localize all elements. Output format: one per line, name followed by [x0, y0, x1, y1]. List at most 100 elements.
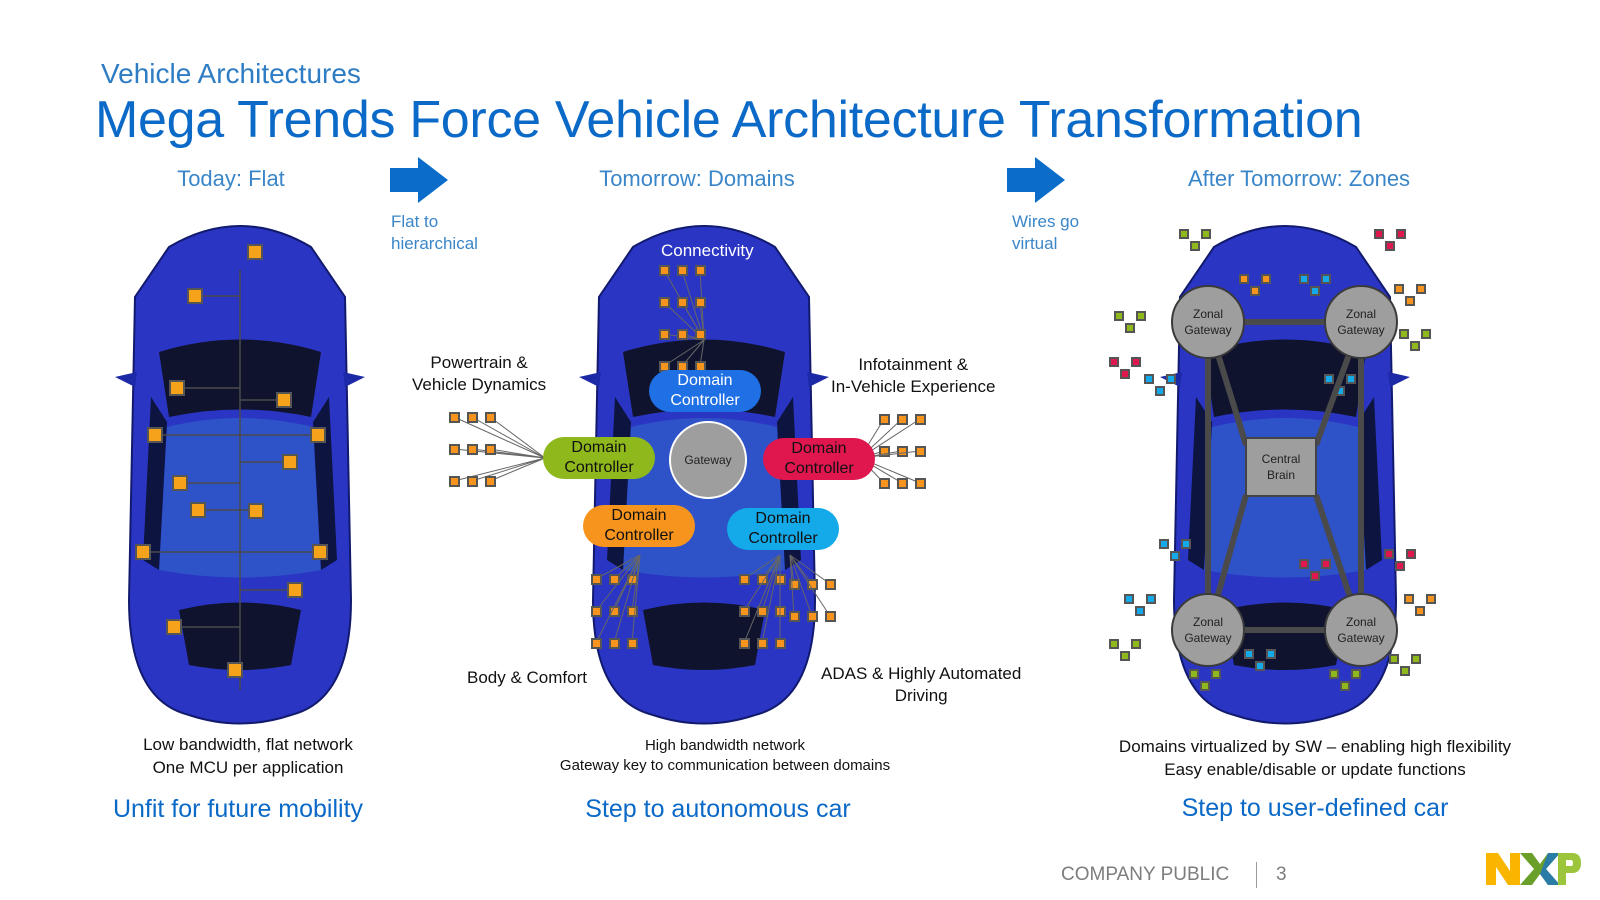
gateway-node: Gateway — [669, 421, 747, 499]
powertrain-label-line: Vehicle Dynamics — [412, 375, 547, 394]
ecu-node — [1426, 594, 1436, 604]
ecu-node — [1340, 681, 1350, 691]
ecu-node — [659, 297, 670, 308]
ecu-node — [282, 454, 298, 470]
pill-label: Controller — [670, 392, 740, 409]
ecu-node — [1189, 669, 1199, 679]
ecu-node — [1395, 561, 1405, 571]
right-arrow-icon — [1007, 157, 1065, 203]
roof — [1204, 418, 1366, 578]
pill-label: Domain — [677, 372, 733, 389]
pill-label: Domain — [571, 439, 627, 456]
ecu-node — [467, 444, 478, 455]
ecu-wire — [789, 554, 795, 617]
description-line: Low bandwidth, flat network — [143, 735, 353, 754]
mirror — [1388, 372, 1410, 387]
windshield — [1204, 339, 1366, 417]
adas-label-line: Driving — [894, 686, 948, 705]
ecu-node — [187, 288, 203, 304]
ecu-node — [789, 611, 800, 622]
ecu-node — [1201, 229, 1211, 239]
connectivity-label: Connectivity — [661, 241, 754, 260]
ecu-wire — [489, 448, 546, 459]
ecu-node — [1255, 661, 1265, 671]
ecu-node — [1385, 241, 1395, 251]
central-brain-box — [1245, 437, 1317, 497]
ecu-node — [915, 478, 926, 489]
body-comfort-label: Body & Comfort — [467, 668, 587, 687]
ecu-node — [695, 329, 706, 340]
ecu-wire — [743, 554, 781, 612]
transition-note-2: Wires go virtual — [1012, 211, 1079, 255]
ecu-wire — [761, 554, 781, 612]
ecu-node — [1146, 594, 1156, 604]
gateway-label: Gateway — [684, 453, 731, 467]
mirror — [807, 372, 829, 387]
ecu-node — [1114, 311, 1124, 321]
ecu-node — [1200, 681, 1210, 691]
ecu-node — [591, 606, 602, 617]
ecu-node — [1239, 274, 1249, 284]
domain-controller-body: Domain Controller — [583, 505, 695, 547]
ecu-node — [1266, 649, 1276, 659]
ecu-node — [276, 392, 292, 408]
domain-controller-connectivity: Domain Controller — [649, 370, 761, 412]
ecu-node — [1166, 374, 1176, 384]
ecu-node — [1131, 357, 1141, 367]
ecu-node — [172, 475, 188, 491]
ecu-node — [1310, 571, 1320, 581]
ecu-node — [1109, 639, 1119, 649]
right-arrow-icon — [390, 157, 448, 203]
ecu-wire — [663, 339, 705, 367]
ecu-node — [677, 265, 688, 276]
ecu-node — [1411, 654, 1421, 664]
ecu-wire — [489, 416, 546, 459]
zonal-gateway-node: Zonal Gateway — [1171, 285, 1245, 359]
ecu-node — [695, 297, 706, 308]
zonal-gateway-node: Zonal Gateway — [1324, 593, 1398, 667]
pill-label: Controller — [784, 460, 854, 477]
ecu-node — [1406, 549, 1416, 559]
central-brain-label: Central — [1262, 452, 1301, 466]
ecu-node — [135, 544, 151, 560]
ecu-node — [1179, 229, 1189, 239]
ecu-node — [190, 502, 206, 518]
ecu-node — [1120, 651, 1130, 661]
domain-controller-infotainment: Domain Controller — [763, 438, 875, 480]
ecu-node — [248, 503, 264, 519]
zonal-gateway-label: Gateway — [1337, 323, 1384, 337]
mirror — [115, 372, 137, 387]
heading-after-tomorrow: After Tomorrow: Zones — [1187, 166, 1411, 191]
ecu-node — [1299, 274, 1309, 284]
ecu-node — [1396, 229, 1406, 239]
ecu-node — [166, 619, 182, 635]
ecu-node — [825, 579, 836, 590]
ecu-node — [1400, 666, 1410, 676]
mirror — [343, 372, 365, 387]
tagline-tomorrow: Step to autonomous car — [585, 795, 851, 823]
domain-controller-powertrain: Domain Controller — [543, 437, 655, 479]
nxp-logo-mark — [1486, 853, 1581, 885]
ecu-node — [1421, 329, 1431, 339]
adas-label: ADAS & Highly Automated Driving — [821, 663, 1021, 707]
ecu-node — [879, 446, 890, 457]
transition-note-line: virtual — [1012, 234, 1058, 253]
powertrain-label-line: Powertrain & — [430, 353, 528, 372]
ecu-node — [1136, 311, 1146, 321]
description-today: Low bandwidth, flat network One MCU per … — [98, 733, 398, 779]
ecu-wire — [761, 554, 781, 644]
ecu-node — [879, 414, 890, 425]
ecu-node — [1329, 669, 1339, 679]
ecu-node — [1135, 606, 1145, 616]
ecu-node — [467, 412, 478, 423]
ecu-node — [609, 638, 620, 649]
ecu-node — [825, 611, 836, 622]
description-line: High bandwidth network — [644, 737, 806, 754]
ecu-node — [1374, 229, 1384, 239]
pill-label: Controller — [748, 530, 818, 547]
ecu-node — [879, 478, 890, 489]
zonal-gateway-label: Zonal — [1193, 307, 1223, 321]
ecu-node — [1244, 649, 1254, 659]
ecu-wire — [471, 457, 546, 482]
ecu-node — [739, 638, 750, 649]
